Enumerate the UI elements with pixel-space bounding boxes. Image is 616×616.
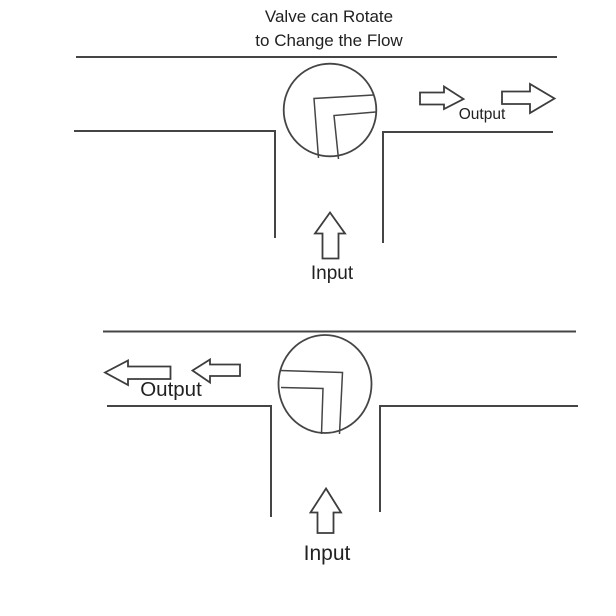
- valve-passage-outer: [313, 94, 374, 159]
- valve-passage-outer: [279, 369, 344, 435]
- arrow-left-icon: [190, 357, 241, 385]
- pipe-left-lower-wall: [107, 405, 272, 517]
- bottom-output-label: Output: [140, 378, 202, 401]
- title-line-1: Valve can Rotate: [264, 7, 394, 26]
- arrow-right-icon: [419, 84, 466, 111]
- pipe-right-lower-wall: [379, 405, 578, 512]
- diagram-title: Valve can Rotate to Change the Flow: [255, 5, 402, 53]
- top-input-label: Input: [310, 263, 354, 284]
- bottom-diagram: [103, 330, 578, 534]
- valve-passage-inner: [280, 386, 324, 435]
- top-diagram: [74, 56, 557, 260]
- valve-circle: [282, 62, 378, 158]
- title-line-2: to Change the Flow: [255, 31, 403, 50]
- pipe-left-lower-wall: [74, 130, 276, 238]
- arrow-up-icon: [308, 486, 343, 534]
- valve-circle: [277, 334, 373, 434]
- arrow-up-icon: [313, 210, 347, 260]
- arrow-left-icon: [103, 359, 172, 387]
- pipe-right-lower-wall: [382, 131, 553, 243]
- arrow-right-icon: [501, 82, 557, 115]
- top-output-label: Output: [458, 106, 506, 123]
- valve-passage-inner: [333, 111, 376, 160]
- bottom-input-label: Input: [303, 542, 351, 565]
